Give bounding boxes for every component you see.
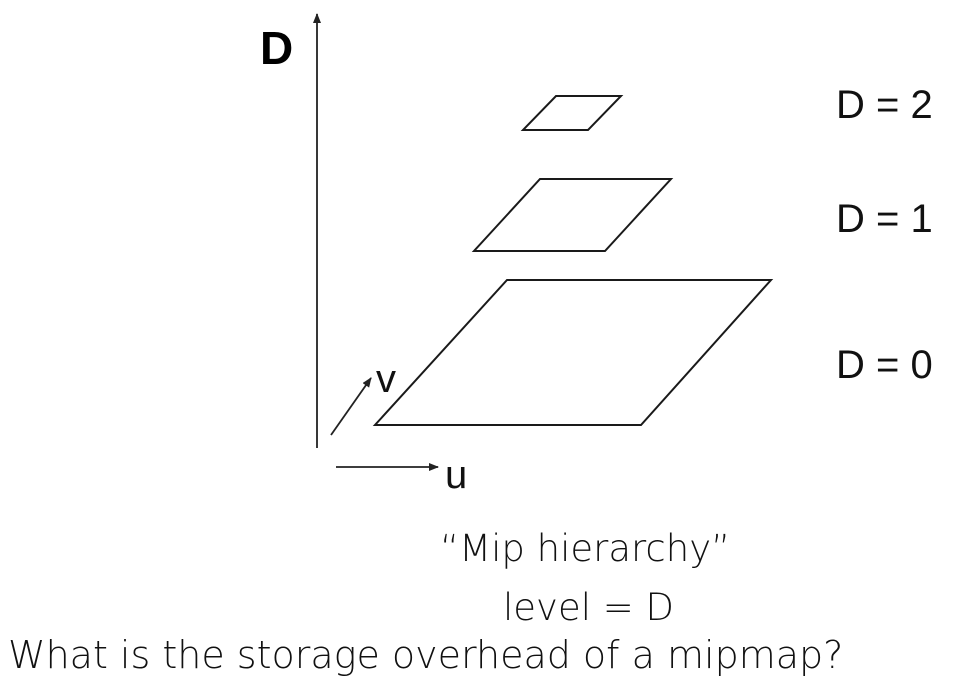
mip-level-0-plane [372,279,774,426]
v-axis [330,377,372,436]
d-axis-label: D [260,22,293,74]
mip-level-1-plane [471,178,674,252]
v-axis-label: v [376,357,396,401]
question-text: What is the storage overhead of a mipmap… [8,633,844,677]
level-label-d2: D = 2 [836,83,933,127]
mip-level-2-plane [520,95,624,131]
level-label-d1: D = 1 [836,197,933,241]
level-label-d0: D = 0 [836,343,933,387]
u-axis-label: u [445,453,467,497]
caption-subtitle: level = D [503,586,674,629]
caption-title: “Mip hierarchy” [440,527,731,570]
